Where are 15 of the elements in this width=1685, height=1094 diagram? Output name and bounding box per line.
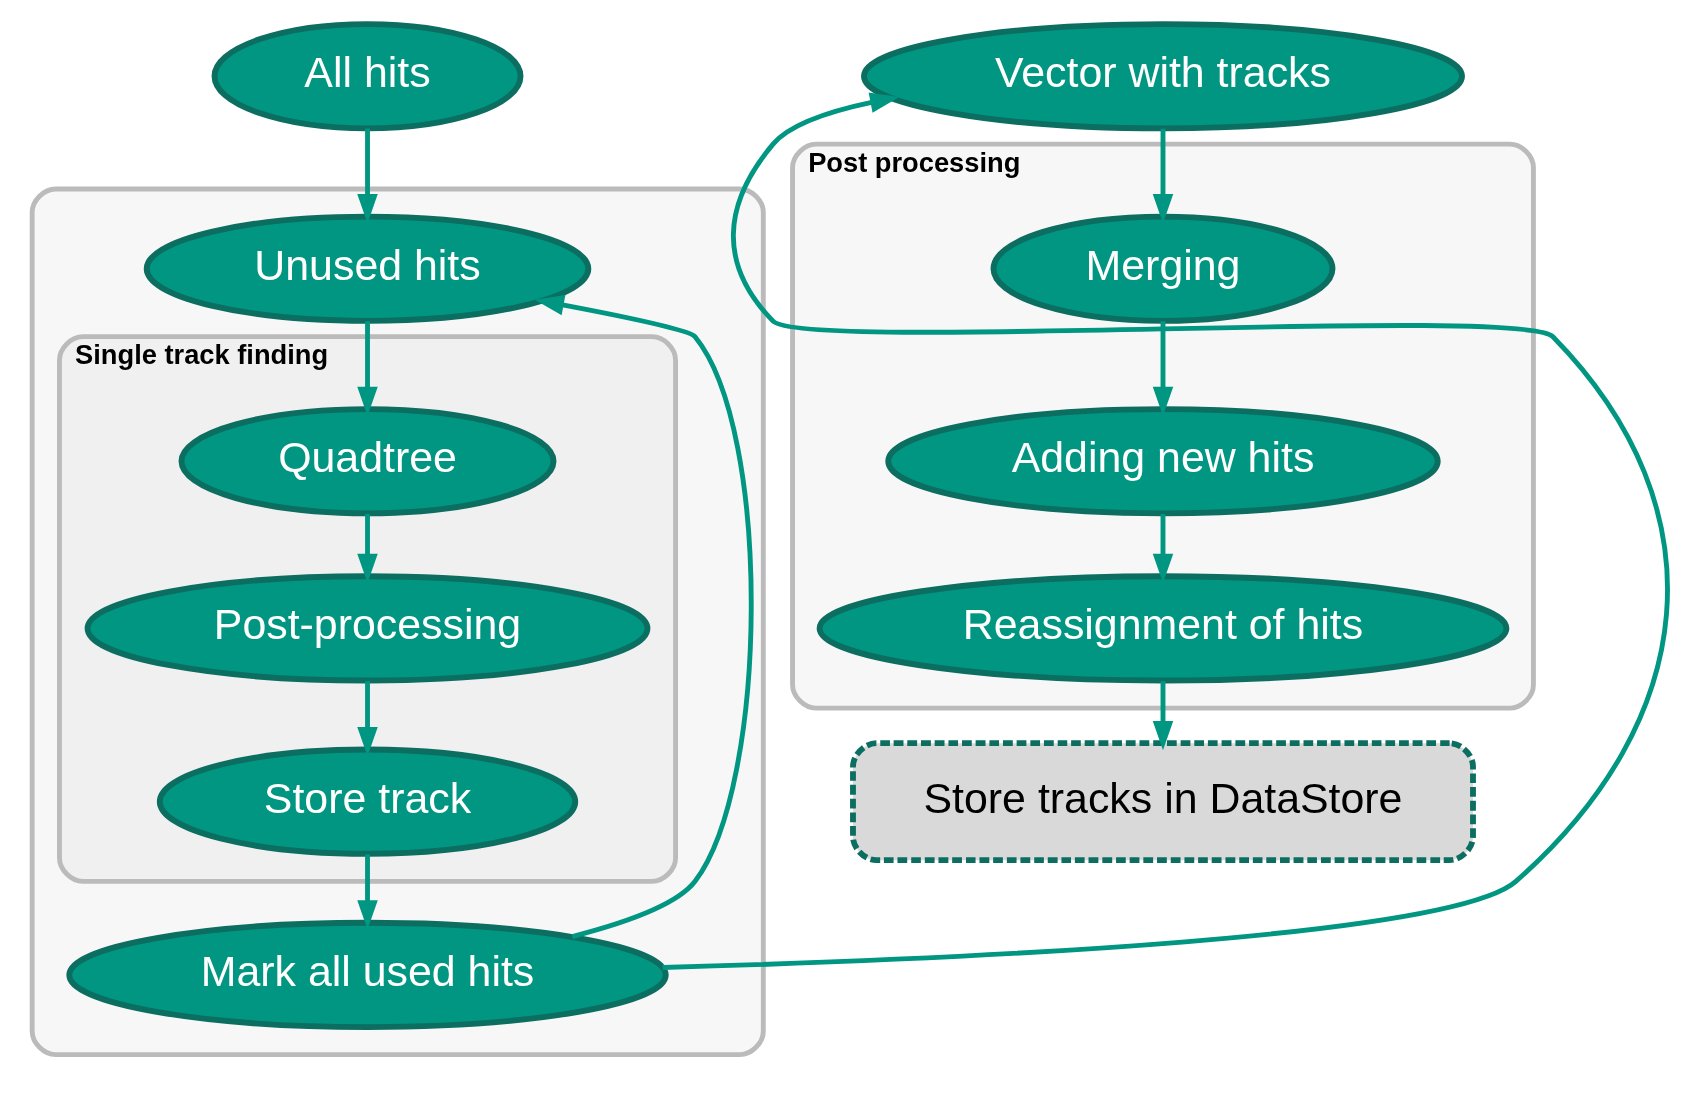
node-ellipse: Mark all used hits (66, 919, 669, 1030)
node-ellipse: Store track (156, 746, 579, 857)
node-ellipse: All hits (211, 21, 524, 132)
node-ellipse: Post-processing (84, 573, 651, 684)
node-box: Store tracks in DataStore (850, 740, 1476, 864)
node-ellipse: Quadtree (178, 406, 557, 517)
node-ellipse: Reassignment of hits (816, 573, 1510, 684)
arrow (1152, 681, 1174, 751)
arrow (662, 92, 1670, 970)
node-ellipse: Vector with tracks (861, 21, 1465, 132)
node-ellipse: Adding new hits (885, 406, 1441, 517)
node-ellipse: Unused hits (143, 213, 592, 324)
node-ellipse: Merging (990, 213, 1336, 324)
arrow (534, 295, 754, 939)
cluster (29, 186, 766, 1058)
